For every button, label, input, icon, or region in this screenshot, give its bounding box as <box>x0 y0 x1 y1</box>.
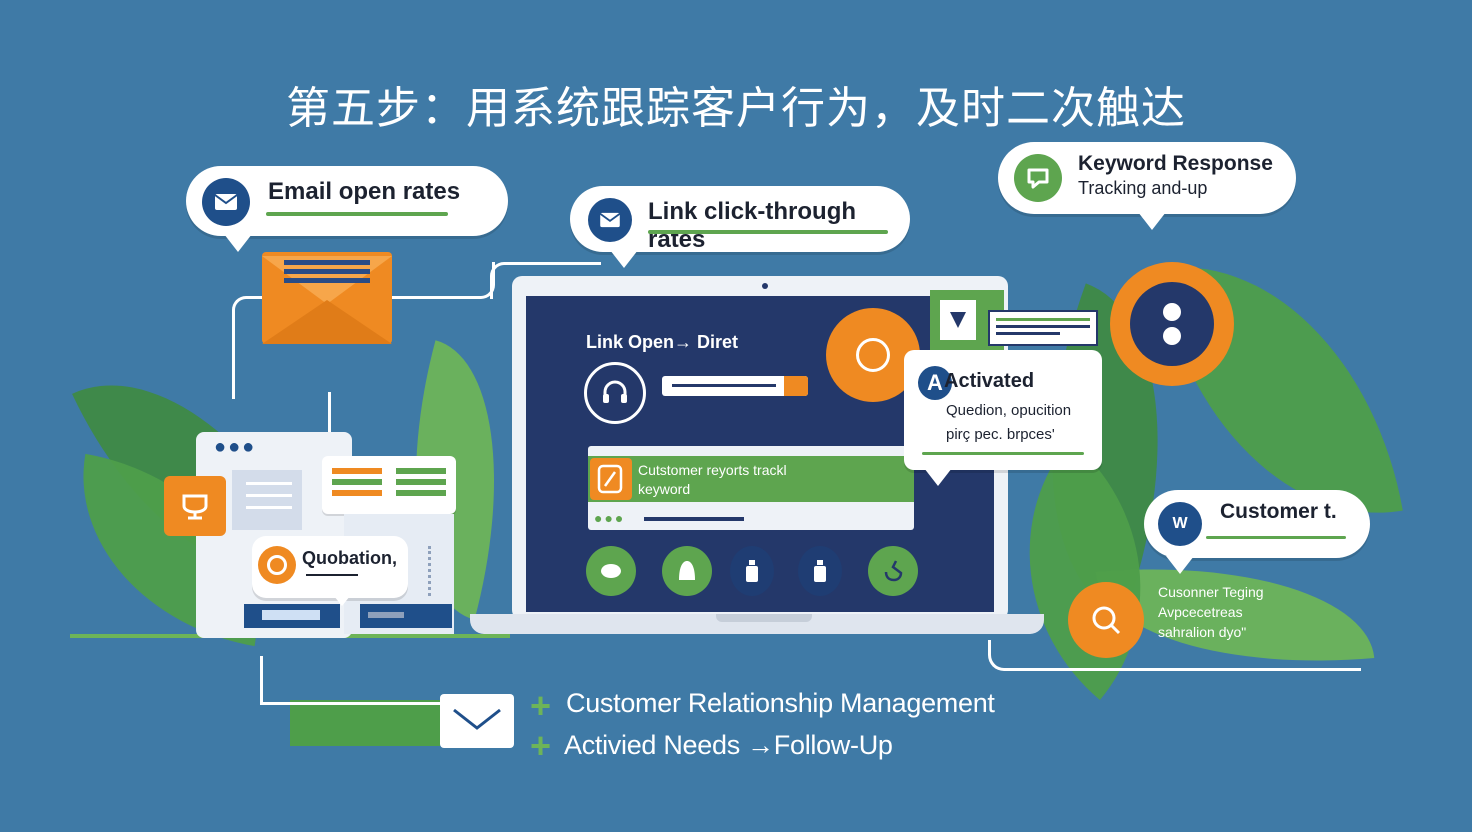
bottle-icon[interactable] <box>730 546 774 596</box>
connector-line <box>988 640 1361 671</box>
label-underline <box>922 452 1084 455</box>
doc-inner <box>940 300 976 340</box>
bubble-tail <box>1138 212 1166 230</box>
plus-icon: + <box>530 685 552 726</box>
tagging-line-2: Avpcecetreas <box>1158 604 1243 620</box>
trophy-icon <box>164 476 226 536</box>
bubble-tail <box>610 250 638 268</box>
window-dots: ●●● <box>214 436 257 458</box>
quotation-bubble: Quobation, <box>252 536 408 606</box>
chat-icon <box>1014 154 1062 202</box>
crm-label: Customer Relationship Management <box>566 688 995 718</box>
link-click-label: Link click-through rates <box>648 198 857 253</box>
input-inner <box>262 610 320 620</box>
banner-line-1: Cutstomer reyorts trackl <box>638 462 787 478</box>
bubble-tail <box>334 596 350 606</box>
headset-icon <box>584 362 646 424</box>
bubble-tail <box>224 234 252 252</box>
bottle-icon[interactable] <box>798 546 842 596</box>
bell-icon[interactable] <box>662 546 712 596</box>
laptop-notch <box>716 614 812 622</box>
link-click-bubble: Link click-through rates <box>570 186 910 268</box>
tagging-line-3: sahralion dyo" <box>1158 624 1247 640</box>
envelope-icon <box>440 694 514 748</box>
tagging-line-1: Cusonner Teging <box>1158 584 1264 600</box>
document-card-lines <box>988 310 1098 346</box>
tracking-dial-inner <box>1130 282 1214 366</box>
bar-stack <box>332 468 382 502</box>
hand-icon[interactable] <box>868 546 918 596</box>
bar-stack <box>396 468 446 502</box>
envelope-icon <box>202 178 250 226</box>
input-box <box>244 604 340 628</box>
scroll-dots <box>428 546 435 596</box>
page-title: 第五步：用系统跟踪客户行为，及时二次触达 <box>286 83 1186 134</box>
connector-line <box>260 656 443 705</box>
banner-line-2: keyword <box>638 481 691 497</box>
customer-tracking-bubble: W Customer t. <box>1144 490 1370 574</box>
input-box <box>360 604 452 628</box>
activated-line-2: pirç pec. brpces' <box>946 426 1055 443</box>
connector-line <box>232 296 275 399</box>
quotation-label: Quobation, <box>302 548 397 568</box>
activated-card: A Activated Quedion, opucition pirç pec.… <box>904 350 1102 486</box>
follow-up-label: Activied Needs →Follow-Up <box>564 730 893 760</box>
wallet-icon: W <box>1158 502 1202 546</box>
note-icon <box>590 458 632 500</box>
connector-line <box>490 262 601 299</box>
text-line <box>246 482 292 485</box>
connector-line <box>392 262 495 299</box>
screen-heading: Link Open→ Diret <box>586 332 739 352</box>
content-block <box>232 470 302 530</box>
search-field-line <box>672 384 776 387</box>
bubble-tail <box>924 468 952 486</box>
pager-line <box>644 517 744 521</box>
laptop-base <box>470 614 1044 634</box>
search-field-button[interactable] <box>784 376 808 396</box>
dashboard-card <box>322 456 456 514</box>
envelope-icon <box>262 252 392 344</box>
text-line <box>246 506 292 509</box>
quote-icon <box>258 546 296 584</box>
plus-icon: + <box>530 725 552 766</box>
keyword-response-title: Keyword Response <box>1078 152 1273 175</box>
search-field[interactable] <box>662 376 808 396</box>
activated-title: Activated <box>944 370 1035 392</box>
chat-icon[interactable] <box>586 546 636 596</box>
keyword-response-subtitle: Tracking and-up <box>1078 178 1208 198</box>
keyword-response-bubble: Keyword Response Tracking and-up <box>998 142 1296 230</box>
text-line <box>246 494 292 497</box>
search-icon[interactable] <box>1068 582 1144 658</box>
notification-card: Cutstomer reyorts trackl keyword ●●● <box>588 446 914 530</box>
connector-line <box>232 392 331 435</box>
label-underline <box>648 230 888 234</box>
tracking-dial-icon <box>1110 262 1234 386</box>
activated-badge-icon: A <box>918 366 952 400</box>
customer-tracking-label: Customer t. <box>1220 500 1337 523</box>
pager-dots: ●●● <box>594 510 626 526</box>
email-open-rates-label: Email open rates <box>268 178 461 205</box>
envelope-icon <box>588 198 632 242</box>
label-underline <box>1206 536 1346 539</box>
label-underline <box>306 574 358 576</box>
ground-line <box>290 700 440 746</box>
bubble-tail <box>1166 556 1194 574</box>
email-open-rates-bubble: Email open rates <box>186 166 508 252</box>
notification-banner: Cutstomer reyorts trackl keyword <box>588 456 914 502</box>
input-inner <box>368 612 404 618</box>
activated-line-1: Quedion, opucition <box>946 402 1072 419</box>
label-underline <box>266 212 448 216</box>
laptop-camera <box>762 283 768 289</box>
